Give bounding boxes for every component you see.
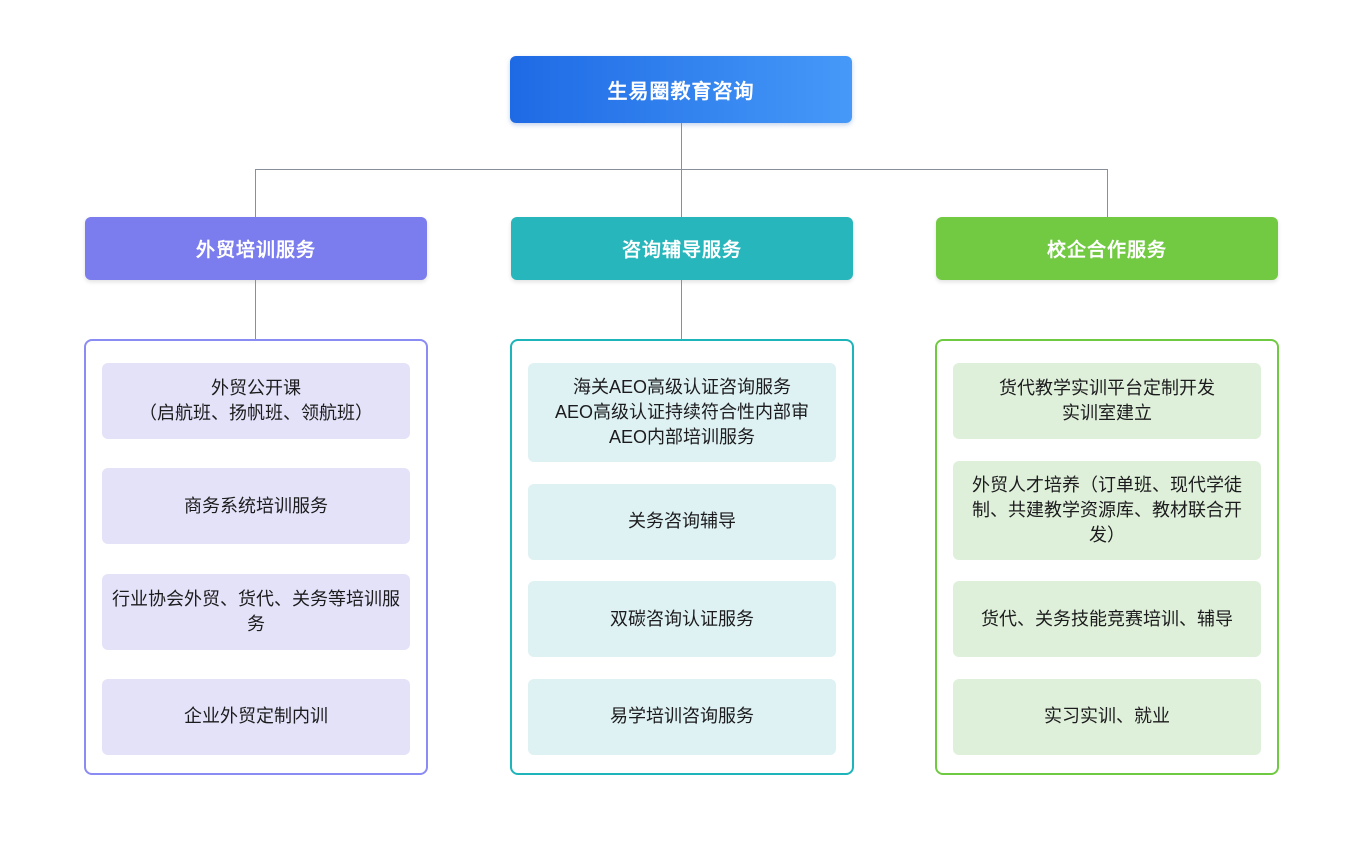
branch-trade-training: 外贸培训服务 外贸公开课 （启航班、扬帆班、领航班） 商务系统培训服务 行业协会… (84, 217, 428, 775)
branch-item: 行业协会外贸、货代、关务等培训服务 (102, 573, 410, 650)
branch-item: 实习实训、就业 (953, 678, 1261, 755)
branch-consulting: 咨询辅导服务 海关AEO高级认证咨询服务 AEO高级认证持续符合性内部审 AEO… (510, 217, 854, 775)
branch-item: 关务咨询辅导 (528, 483, 836, 560)
branch-items-panel: 货代教学实训平台定制开发 实训室建立 外贸人才培养（订单班、现代学徒制、共建教学… (935, 339, 1279, 775)
branch-school-cooperation: 校企合作服务 货代教学实训平台定制开发 实训室建立 外贸人才培养（订单班、现代学… (935, 217, 1279, 775)
branch-items-panel: 海关AEO高级认证咨询服务 AEO高级认证持续符合性内部审 AEO内部培训服务 … (510, 339, 854, 775)
branch-item: 海关AEO高级认证咨询服务 AEO高级认证持续符合性内部审 AEO内部培训服务 (528, 363, 836, 462)
branch-items-panel: 外贸公开课 （启航班、扬帆班、领航班） 商务系统培训服务 行业协会外贸、货代、关… (84, 339, 428, 775)
branch-item: 货代、关务技能竞赛培训、辅导 (953, 581, 1261, 658)
connector-drop-center (681, 169, 682, 217)
branch-item: 易学培训咨询服务 (528, 678, 836, 755)
branch-item: 外贸公开课 （启航班、扬帆班、领航班） (102, 363, 410, 439)
connector-branch-vertical (255, 280, 256, 339)
branch-header: 校企合作服务 (936, 217, 1278, 280)
branch-header: 外贸培训服务 (85, 217, 427, 280)
connector-drop-right (1107, 169, 1108, 217)
connector-root-vertical (681, 123, 682, 169)
connector-branch-vertical (681, 280, 682, 339)
branch-item: 双碳咨询认证服务 (528, 581, 836, 658)
branch-item: 外贸人才培养（订单班、现代学徒制、共建教学资源库、教材联合开发） (953, 460, 1261, 560)
branch-item: 货代教学实训平台定制开发 实训室建立 (953, 363, 1261, 439)
branch-header: 咨询辅导服务 (511, 217, 853, 280)
branch-item: 企业外贸定制内训 (102, 678, 410, 755)
root-node: 生易圈教育咨询 (510, 56, 852, 123)
branch-item: 商务系统培训服务 (102, 468, 410, 545)
connector-drop-left (255, 169, 256, 217)
